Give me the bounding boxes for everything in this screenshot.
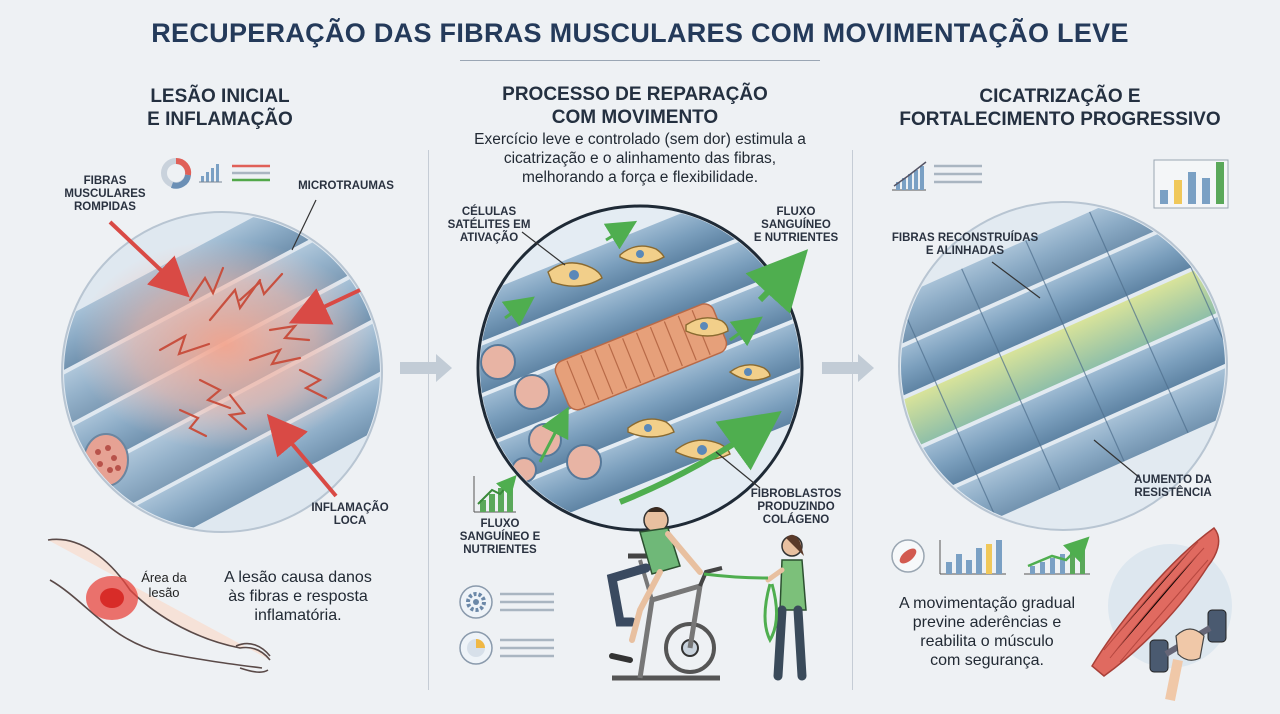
- panel3-heading-line1: CICATRIZAÇÃO E: [979, 86, 1141, 107]
- label-line: SANGUÍNEO E: [459, 531, 541, 543]
- label-line: Área da: [141, 570, 187, 585]
- label-line: FLUXO: [480, 518, 520, 530]
- list-icon: [500, 592, 554, 612]
- therapist-figure: [703, 534, 807, 681]
- desc-line: A movimentação gradual: [898, 595, 1076, 612]
- label-line: PRODUZINDO: [757, 501, 835, 513]
- label-line: FIBROBLASTOS: [750, 488, 842, 500]
- panel2-desc-line3: melhorando a força e flexibilidade.: [521, 169, 759, 186]
- label-fluxo-sanguineo: FLUXO SANGUÍNEO E NUTRIENTES: [744, 206, 848, 245]
- pie-icon: [459, 631, 493, 665]
- label-line: INFLAMAÇÃO: [311, 502, 389, 514]
- arm-illustration: [47, 538, 271, 673]
- label-line: COLÁGENO: [762, 514, 830, 526]
- list-icon: [934, 164, 982, 184]
- panel1-description: A lesão causa danos às fibras e resposta…: [198, 568, 398, 625]
- panel-divider-left: [428, 150, 429, 690]
- label-line: AUMENTO DA: [1134, 474, 1212, 486]
- label-fluxo-sanguineo-2: FLUXO SANGUÍNEO E NUTRIENTES: [448, 518, 552, 557]
- desc-line: reabilita o músculo: [920, 633, 1054, 650]
- label-line: ATIVAÇÃO: [459, 232, 519, 244]
- label-line: lesão: [148, 585, 180, 600]
- healed-muscle-illustration: [898, 201, 1228, 531]
- label-line: ROMPIDAS: [74, 201, 136, 213]
- gear-icon: [459, 585, 493, 619]
- label-line: E NUTRIENTES: [753, 232, 839, 244]
- label-fibras-rompidas: FIBRAS MUSCULARES ROMPIDAS: [40, 175, 170, 214]
- bar-chart-icon: [1153, 159, 1229, 209]
- repair-muscle-illustration: [476, 204, 809, 532]
- label-area-lesao: Área da lesão: [132, 570, 196, 600]
- growth-bar-icon: [473, 474, 517, 513]
- label-line: E ALINHADAS: [925, 245, 1005, 257]
- list-icon: [232, 164, 270, 182]
- growth-bar-icon: [1024, 536, 1090, 575]
- label-line: MUSCULARES: [64, 188, 146, 200]
- dumbbell-icon: [1149, 609, 1227, 701]
- bar-chart-icon: [199, 164, 222, 183]
- donut-chart-icon: [161, 157, 192, 189]
- panel3-heading-line2: FORTALECIMENTO PROGRESSIVO: [899, 109, 1221, 130]
- title-underline: [460, 60, 820, 61]
- muscle-icon: [891, 539, 925, 573]
- arrow-right-icon: [400, 354, 452, 382]
- label-line: SATÉLITES EM: [447, 219, 531, 231]
- desc-line: previne aderências e: [912, 614, 1062, 631]
- panel1-heading-line1: LESÃO INICIAL: [150, 86, 290, 107]
- desc-line: com segurança.: [930, 652, 1044, 669]
- arrow-right-icon: [822, 354, 874, 382]
- panel1-heading: LESÃO INICIAL E INFLAMAÇÃO: [100, 85, 340, 131]
- line-chart-icon: [892, 161, 927, 191]
- label-line: NUTRIENTES: [463, 544, 537, 556]
- panel3-description: A movimentação gradual previne aderência…: [882, 594, 1092, 670]
- desc-line: às fibras e resposta: [228, 588, 368, 605]
- list-icon: [500, 638, 554, 658]
- label-line: FLUXO: [776, 206, 816, 218]
- label-celulas-satelites: CÉLULAS SATÉLITES EM ATIVAÇÃO: [434, 206, 544, 245]
- label-fibroblastos: FIBROBLASTOS PRODUZINDO COLÁGENO: [742, 488, 850, 527]
- panel-divider-right: [852, 150, 853, 690]
- label-line: LOCA: [333, 515, 367, 527]
- label-inflamacao-local: INFLAMAÇÃO LOCA: [300, 502, 400, 528]
- bar-chart-icon: [939, 540, 1006, 575]
- label-fibras-reconstruidas: FIBRAS RECONSTRUÍDAS E ALINHADAS: [880, 232, 1050, 258]
- panel3-heading: CICATRIZAÇÃO E FORTALECIMENTO PROGRESSIV…: [880, 85, 1240, 131]
- label-line: FIBRAS RECONSTRUÍDAS: [891, 232, 1039, 244]
- panel2-desc-line1: Exercício leve e controlado (sem dor) es…: [474, 131, 806, 148]
- panel1-heading-line2: E INFLAMAÇÃO: [147, 109, 293, 130]
- panel2-description: Exercício leve e controlado (sem dor) es…: [440, 130, 840, 187]
- panel2-desc-line2: cicatrização e o alinhamento das fibras,: [503, 150, 777, 167]
- label-line: SANGUÍNEO: [761, 219, 831, 231]
- panel2-heading-line1: PROCESSO DE REPARAÇÃO: [502, 84, 768, 105]
- panel2-heading-line2: COM MOVIMENTO: [551, 107, 719, 128]
- label-line: FIBRAS: [83, 175, 127, 187]
- desc-line: A lesão causa danos: [224, 569, 372, 586]
- injured-muscle-illustration: [61, 199, 383, 533]
- label-line: CÉLULAS: [461, 206, 517, 218]
- cyclist-figure: [606, 507, 703, 663]
- desc-line: inflamatória.: [254, 607, 342, 624]
- label-aumento-resistencia: AUMENTO DA RESISTÊNCIA: [1118, 474, 1228, 500]
- label-microtraumas: MICROTRAUMAS: [298, 180, 394, 192]
- page-title: RECUPERAÇÃO DAS FIBRAS MUSCULARES COM MO…: [151, 18, 1129, 48]
- label-line: RESISTÊNCIA: [1134, 487, 1212, 499]
- panel2-heading: PROCESSO DE REPARAÇÃO COM MOVIMENTO: [470, 83, 800, 129]
